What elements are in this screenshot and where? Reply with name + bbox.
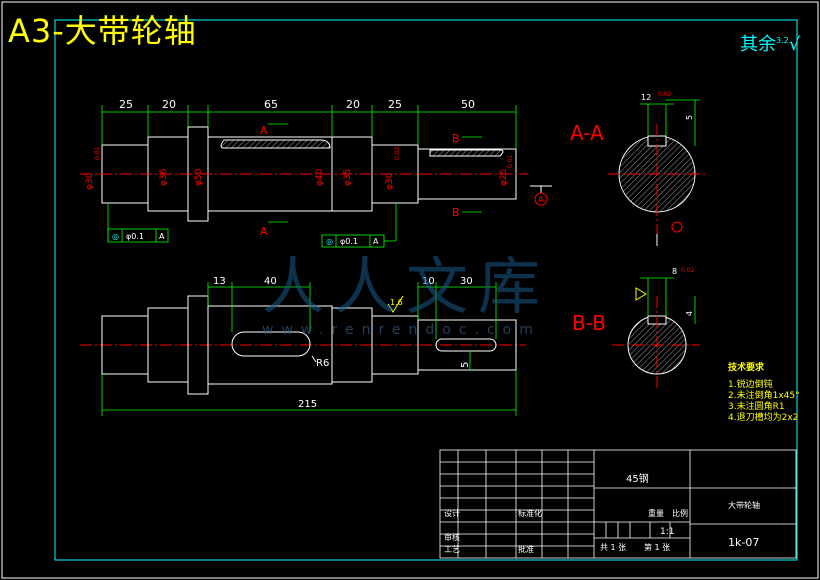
- dim-40: 40: [264, 276, 277, 287]
- bottom-dim-chain: [101, 282, 517, 416]
- tb-sheet-no: 第 1 张: [644, 542, 670, 552]
- geo-tol-value-2: φ0.1: [340, 237, 358, 246]
- tb-material: 45钢: [626, 472, 649, 485]
- section-b-marker-bottom: B: [452, 206, 460, 219]
- tech-item-4: 4.退刀槽均为2x2: [728, 413, 799, 423]
- watermark-url: www.renrendoc.com: [262, 322, 541, 338]
- diameter-labels: φ30 φ36 φ50 φ40 φ35 φ30 φ25: [85, 168, 509, 190]
- dia-25: φ25: [499, 169, 509, 186]
- tb-check: 审核: [444, 532, 460, 542]
- tol-left: 0.01: [94, 146, 101, 160]
- dim-65: 65: [264, 98, 278, 111]
- top-dim-chain: [101, 105, 517, 149]
- section-aa: 12 5 0.02: [608, 91, 706, 246]
- tb-process: 工艺: [444, 545, 460, 554]
- dim-25-a: 25: [119, 98, 133, 111]
- dia-40: φ40: [315, 168, 325, 186]
- dia-50: φ50: [194, 168, 204, 186]
- tb-standard: 标准化: [518, 508, 542, 518]
- dim-30: 30: [460, 276, 473, 287]
- dia-30-left: φ30: [85, 172, 95, 190]
- tb-design: 设计: [444, 508, 460, 518]
- section-b-marker-top: B: [452, 132, 460, 145]
- section-a-marker-bottom: A: [260, 225, 268, 238]
- tb-approve: 批准: [518, 544, 534, 554]
- tolerance-labels: 0.01 0.02 0.01: [94, 146, 514, 168]
- shaft-plan-view: [101, 295, 517, 395]
- tb-weight-label: 重量: [648, 508, 664, 518]
- aa-depth: 5: [685, 115, 694, 120]
- dim-10: 10: [422, 276, 435, 287]
- watermark: 人人文库: [262, 250, 551, 323]
- tech-item-2: 2.未注倒角1x45°: [728, 391, 800, 401]
- drawing-title: A3-大带轮轴: [8, 12, 197, 50]
- dim-20-b: 20: [346, 98, 360, 111]
- aa-width: 12: [641, 93, 651, 102]
- roughness-check-icon: √: [788, 34, 801, 55]
- roughness-note-text: 其余: [740, 34, 776, 55]
- inner-frame: [54, 19, 798, 561]
- aa-tol: 0.02: [658, 91, 672, 98]
- geo-tol-value-1: φ0.1: [126, 232, 144, 241]
- section-bb-title: B-B: [572, 311, 606, 335]
- section-bb: 8 4 0.02: [612, 267, 700, 388]
- tb-drawing-no: 1k-07: [728, 536, 759, 549]
- dia-36: φ36: [159, 168, 169, 186]
- geo-tol-datum-1: A: [159, 232, 165, 241]
- roughness-note: 其余3.2√: [740, 30, 800, 56]
- tech-title: 技术要求: [728, 363, 765, 373]
- title-block: [439, 449, 797, 559]
- tol-mid: 0.02: [394, 146, 401, 160]
- dia-35: φ35: [343, 169, 353, 186]
- dim-20-a: 20: [162, 98, 176, 111]
- tb-scale-label: 比例: [672, 508, 688, 518]
- datum-a-label: A: [538, 195, 544, 204]
- tol-right: 0.01: [507, 154, 514, 168]
- roughness-symbol-mid: 1.6: [387, 295, 404, 313]
- radius-label: R6: [316, 358, 329, 369]
- bb-width: 8: [672, 267, 677, 276]
- bb-tol: 0.02: [681, 267, 695, 274]
- dim-215: 215: [298, 399, 317, 410]
- top-dim-labels: 25 20 65 20 25 50: [119, 98, 475, 111]
- section-a-marker-top: A: [260, 124, 268, 137]
- section-markers: [268, 123, 482, 223]
- section-aa-title: A-A: [570, 121, 604, 145]
- tb-sheets: 共 1 张: [600, 543, 626, 552]
- dim-13: 13: [213, 276, 226, 287]
- geo-tol-frame-2: [321, 203, 397, 248]
- surface-finish-value: 1.6: [390, 298, 403, 307]
- coax-symbol-1-icon: ◎: [112, 232, 119, 241]
- tb-scale: 1:1: [660, 527, 674, 537]
- roughness-value: 3.2: [776, 36, 789, 45]
- tb-part-name: 大带轮轴: [728, 500, 760, 510]
- technical-requirements: 技术要求 1.锐边倒钝 2.未注倒角1x45° 3.未注圆角R1 4.退刀槽均为…: [728, 363, 800, 424]
- geo-tol-frame-1: [107, 203, 169, 243]
- dim-50: 50: [461, 98, 475, 111]
- keyway-depth: 5: [460, 362, 471, 368]
- datum-a-symbol: A: [530, 185, 552, 206]
- coax-symbol-2-icon: ◎: [326, 237, 333, 246]
- tech-item-3: 3.未注圆角R1: [728, 402, 785, 412]
- geo-tol-datum-2: A: [373, 237, 379, 246]
- tech-item-1: 1.锐边倒钝: [728, 380, 773, 390]
- dia-30-right: φ30: [385, 172, 395, 190]
- radius-leader: [311, 355, 317, 363]
- bb-depth: 4: [685, 311, 694, 316]
- dim-25-b: 25: [388, 98, 402, 111]
